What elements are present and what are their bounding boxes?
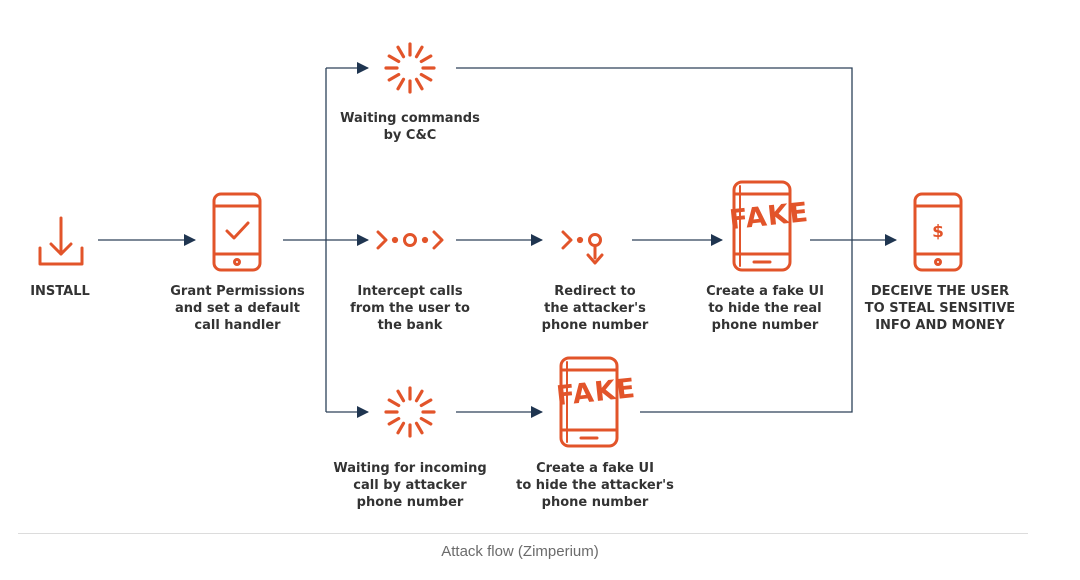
edge-wait-cc-deceive (456, 67, 853, 240)
fake-phone-icon (559, 356, 619, 448)
intercept-call-icon (376, 230, 444, 250)
caption-divider (18, 533, 1028, 534)
spinner-ray (414, 77, 424, 91)
spinner-ray (387, 416, 401, 426)
node-label-intercept: Intercept calls from the user to the ban… (350, 284, 470, 333)
spinner-ray (414, 45, 424, 59)
spinner-ray (387, 54, 401, 64)
spinner-ray (419, 54, 433, 64)
spinner-ray (396, 389, 406, 403)
phone-dollar-icon (913, 192, 963, 272)
connector-lines (98, 62, 897, 418)
spinner-ray (419, 416, 433, 426)
loading-spinner-icon (384, 386, 436, 438)
spinner-ray (419, 398, 433, 408)
spinner-ray (419, 72, 433, 82)
loading-spinner-icon (384, 42, 436, 94)
download-icon (38, 216, 84, 266)
spinner-ray (387, 398, 401, 408)
spinner-ray (414, 421, 424, 435)
node-label-fake-attacker: Create a fake UI to hide the attacker's … (516, 461, 674, 510)
fake-phone-icon (732, 180, 792, 272)
node-label-redirect: Redirect to the attacker's phone number (541, 284, 649, 333)
redirect-call-icon (561, 230, 604, 265)
node-label-wait-call: Waiting for incoming call by attacker ph… (333, 461, 487, 510)
spinner-ray (387, 72, 401, 82)
node-label-grant: Grant Permissions and set a default call… (170, 284, 305, 333)
node-label-install: INSTALL (30, 284, 90, 299)
spinner-ray (414, 389, 424, 403)
dollar-sign: $ (932, 222, 944, 242)
figure-caption: Attack flow (Zimperium) (441, 543, 599, 560)
edge-fake-attacker-deceive (640, 240, 853, 413)
spinner-ray (396, 421, 406, 435)
spinner-ray (396, 77, 406, 91)
phone-check-icon (212, 192, 262, 272)
node-label-deceive: DECEIVE THE USER TO STEAL SENSITIVE INFO… (864, 284, 1016, 333)
node-label-fake-real: Create a fake UI to hide the real phone … (706, 284, 824, 333)
spinner-ray (396, 45, 406, 59)
node-label-wait-cc: Waiting commands by C&C (340, 111, 480, 143)
